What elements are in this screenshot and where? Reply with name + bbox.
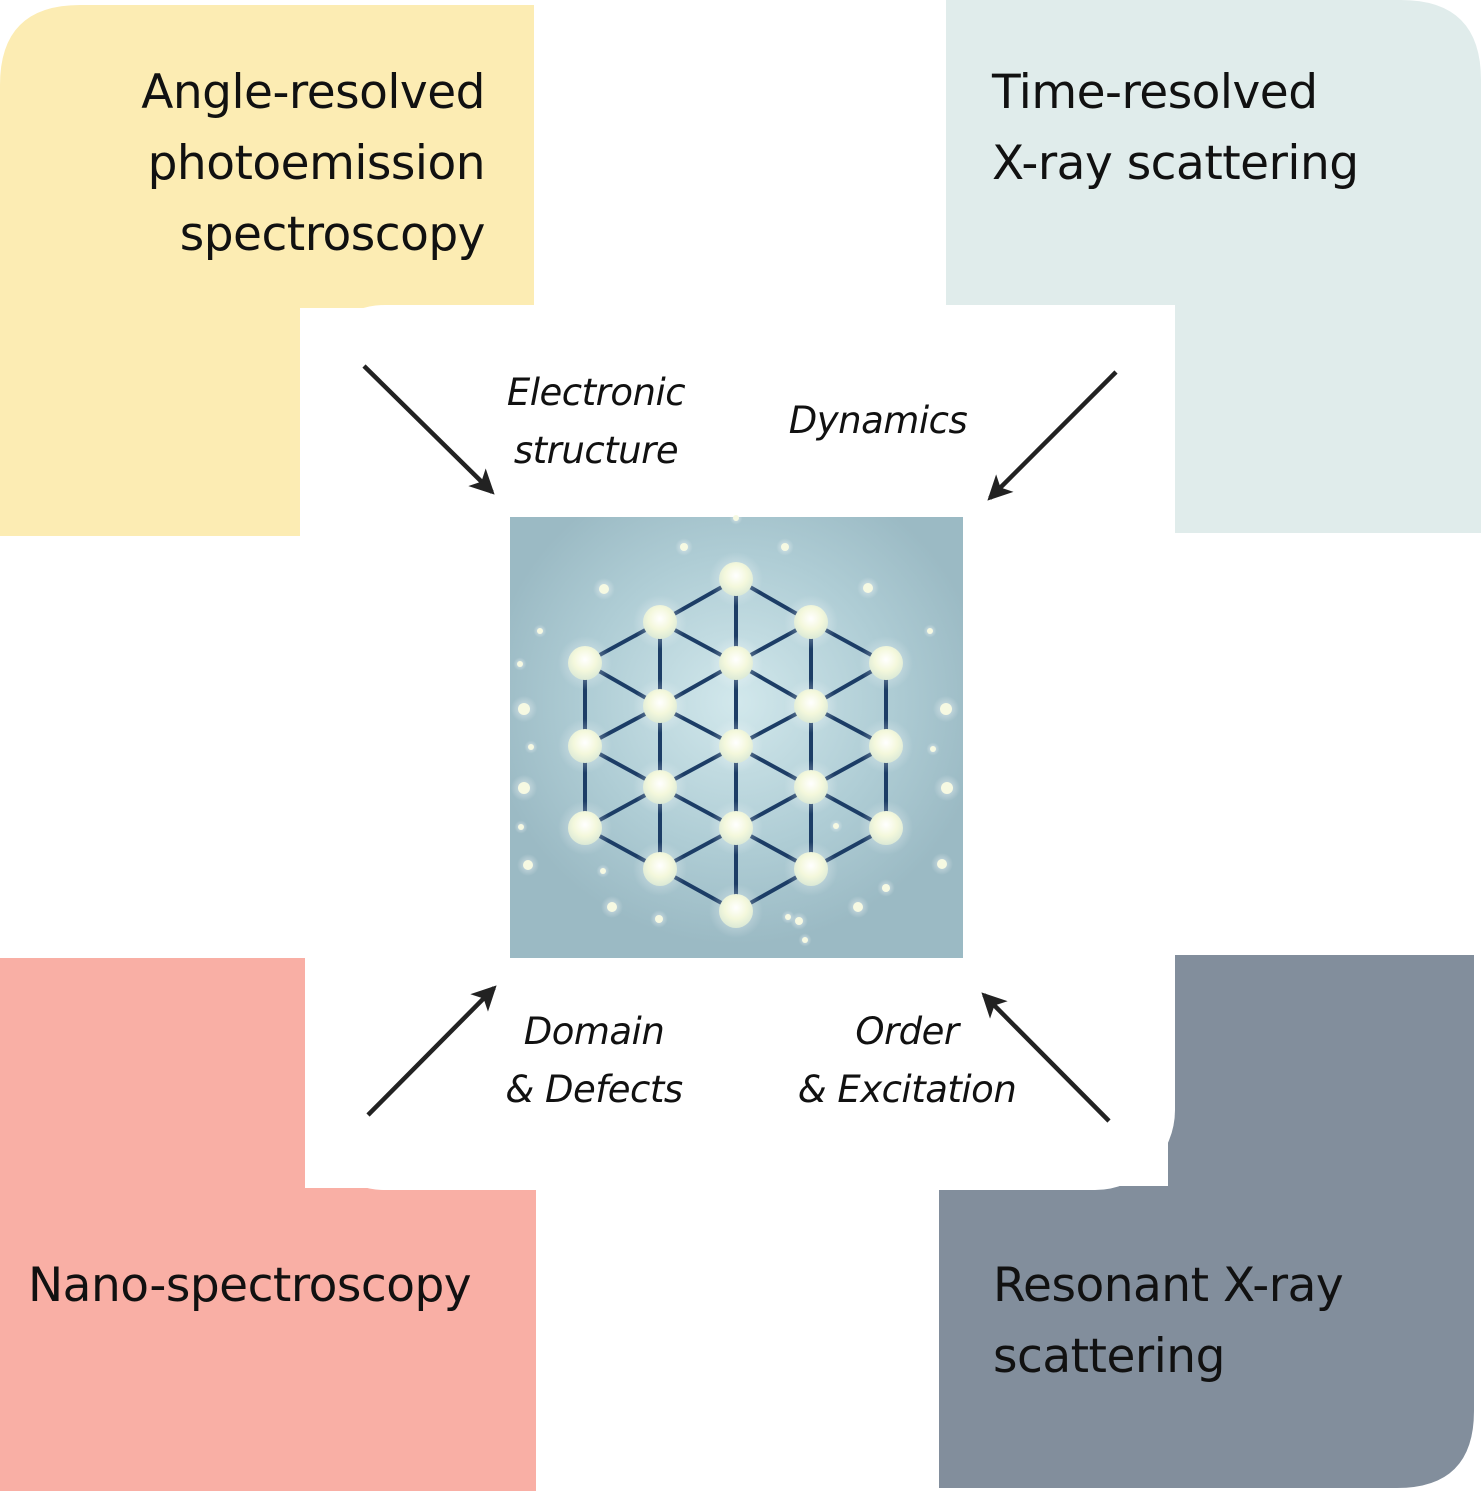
- lattice-node: [643, 852, 677, 886]
- lattice-node: [719, 646, 753, 680]
- lattice-particle: [882, 884, 890, 892]
- hexagonal-lattice-icon: [558, 552, 913, 938]
- lattice-node: [719, 562, 753, 596]
- panel-rxs: [939, 955, 1474, 1488]
- lattice-image: [510, 511, 963, 958]
- arrow-nano-to-center: [366, 985, 497, 1117]
- panel-nano: [0, 958, 536, 1491]
- lattice-particle: [937, 859, 947, 869]
- arrow-rxs-to-center: [981, 992, 1111, 1123]
- lattice-node: [568, 646, 602, 680]
- lattice-particle: [537, 628, 543, 634]
- lattice-node: [568, 729, 602, 763]
- lattice-node: [643, 605, 677, 639]
- label-trxs: Time-resolved X-ray scattering: [992, 65, 1359, 191]
- lattice-node: [643, 689, 677, 723]
- lattice-particle: [795, 917, 803, 925]
- lattice-particle: [833, 823, 839, 829]
- lattice-particle: [518, 703, 530, 715]
- lattice-node: [643, 770, 677, 804]
- lattice-particle: [600, 868, 606, 874]
- lattice-particle: [733, 515, 739, 521]
- lattice-node: [869, 646, 903, 680]
- lattice-particle: [863, 583, 873, 593]
- lattice-particle: [802, 937, 808, 943]
- lattice-node: [794, 605, 828, 639]
- probe-dynamics: Dynamics: [788, 399, 968, 442]
- lattice-particle: [940, 703, 952, 715]
- lattice-particle: [517, 661, 523, 667]
- lattice-dust: [510, 511, 961, 947]
- probe-electronic-structure: Electronic structure: [506, 371, 686, 472]
- lattice-node: [794, 770, 828, 804]
- lattice-particle: [680, 543, 688, 551]
- lattice-particle: [781, 543, 789, 551]
- lattice-particle: [930, 746, 936, 752]
- lattice-particle: [518, 782, 530, 794]
- lattice-node: [869, 811, 903, 845]
- lattice-particle: [607, 902, 617, 912]
- lattice-node: [794, 852, 828, 886]
- lattice-particle: [927, 628, 933, 634]
- lattice-node: [719, 729, 753, 763]
- lattice-particle: [523, 860, 533, 870]
- lattice-node: [719, 894, 753, 928]
- panel-arpes: [0, 5, 534, 536]
- lattice-particle: [528, 744, 534, 750]
- label-arpes: Angle-resolved photoemission spectroscop…: [141, 65, 485, 262]
- lattice-particle: [785, 914, 791, 920]
- lattice-particle: [518, 824, 524, 830]
- lattice-particle: [853, 902, 863, 912]
- lattice-node: [794, 689, 828, 723]
- lattice-node: [568, 811, 602, 845]
- probe-domain-defects: Domain & Defects: [505, 1010, 683, 1111]
- arrow-trxs-to-center: [987, 370, 1118, 501]
- probe-order-excitation: Order & Excitation: [797, 1010, 1017, 1111]
- panel-trxs: [946, 0, 1481, 533]
- lattice-particle: [941, 782, 953, 794]
- label-rxs: Resonant X-ray scattering: [993, 1258, 1344, 1384]
- lattice-particle: [655, 915, 663, 923]
- lattice-particle: [599, 584, 609, 594]
- label-nano: Nano-spectroscopy: [28, 1258, 472, 1313]
- arrow-arpes-to-center: [362, 364, 495, 495]
- lattice-node: [869, 729, 903, 763]
- lattice-node: [719, 811, 753, 845]
